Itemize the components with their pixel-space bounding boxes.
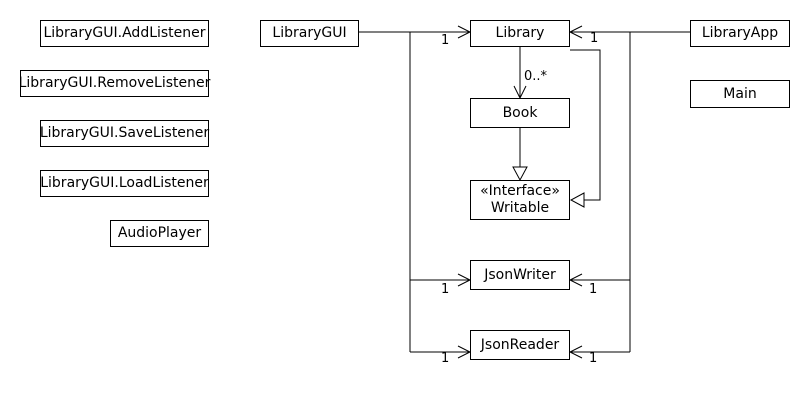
load-listener-class[interactable]: LibraryGUI.LoadListener (40, 170, 209, 197)
main-class[interactable]: Main (690, 80, 790, 108)
json-writer-class[interactable]: JsonWriter (470, 260, 570, 290)
writable-label: Writable (490, 200, 550, 216)
library-app-label: LibraryApp (701, 25, 779, 41)
app-reader-multiplicity: 1 (589, 351, 598, 366)
library-label: Library (495, 25, 545, 41)
library-gui-label: LibraryGUI (272, 25, 347, 41)
json-reader-label: JsonReader (480, 336, 560, 353)
app-reader-arrowhead (568, 345, 583, 359)
load-listener-label: LibraryGUI.LoadListener (40, 175, 209, 191)
app-writer-arrowhead (568, 273, 583, 287)
save-listener-class[interactable]: LibraryGUI.SaveListener (40, 120, 209, 147)
json-writer-label: JsonWriter (484, 266, 556, 283)
app-writer-multiplicity: 1 (589, 282, 598, 297)
json-reader-class[interactable]: JsonReader (470, 330, 570, 360)
book-label: Book (502, 104, 538, 121)
remove-listener-class[interactable]: LibraryGUI.RemoveListener (18, 70, 211, 97)
book-writable-triangle (512, 166, 528, 182)
gui-library-multiplicity: 1 (441, 33, 450, 48)
library-app-class[interactable]: LibraryApp (690, 20, 790, 47)
library-writable-realization (570, 49, 601, 201)
library-writable-triangle (569, 192, 585, 208)
writable-interface[interactable]: «Interface» Writable (470, 180, 570, 220)
gui-reader-multiplicity: 1 (441, 351, 450, 366)
book-class[interactable]: Book (470, 98, 570, 128)
save-listener-label: LibraryGUI.SaveListener (39, 125, 210, 141)
library-class[interactable]: Library (470, 20, 570, 47)
app-library-arrowhead (568, 25, 583, 39)
main-label: Main (723, 85, 757, 102)
library-gui-class[interactable]: LibraryGUI (260, 20, 359, 47)
app-library-multiplicity: 1 (590, 31, 599, 46)
library-book-multiplicity: 0..* (524, 69, 548, 84)
audio-player-class[interactable]: AudioPlayer (110, 220, 209, 247)
gui-writer-multiplicity: 1 (441, 282, 450, 297)
add-listener-class[interactable]: LibraryGUI.AddListener (40, 20, 209, 47)
remove-listener-label: LibraryGUI.RemoveListener (18, 75, 211, 91)
writable-stereotype: «Interface» (480, 183, 560, 199)
add-listener-label: LibraryGUI.AddListener (43, 25, 206, 41)
audio-player-label: AudioPlayer (117, 225, 202, 241)
